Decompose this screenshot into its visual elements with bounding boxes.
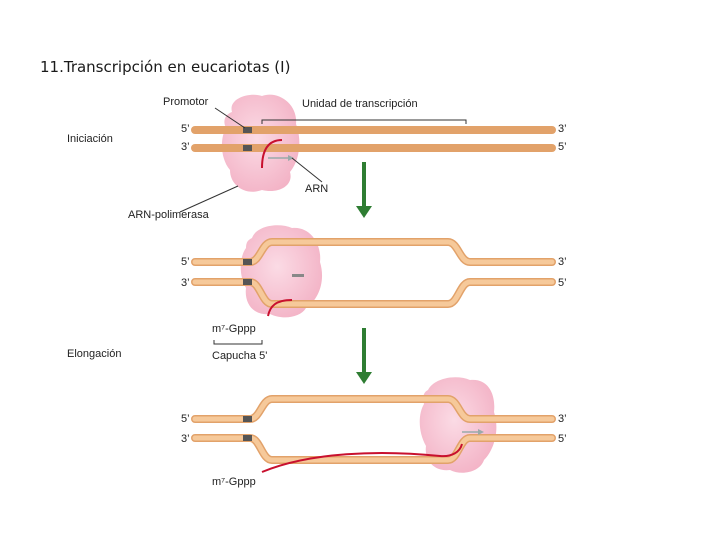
- end-5-bottom-2: 5’: [558, 277, 567, 289]
- label-elongation: Elongación: [67, 348, 122, 360]
- end-5-top-2: 5’: [181, 256, 190, 268]
- rna-transcript-1: [261, 139, 283, 169]
- pointer-polymerase: [179, 185, 239, 213]
- pointer-promoter: [214, 107, 246, 129]
- end-3-bottom-2: 3’: [181, 277, 190, 289]
- promoter-box-2b: [243, 279, 252, 285]
- promoter-box-3a: [243, 416, 252, 422]
- label-rna-polymerase: ARN-polimerasa: [128, 209, 209, 221]
- promoter-box-1b: [243, 145, 252, 151]
- end-3-bottom-1: 3’: [181, 141, 190, 153]
- end-3-top-3: 3’: [558, 413, 567, 425]
- label-cap-5: Capucha 5': [212, 350, 268, 362]
- promoter-box-2c: [292, 274, 304, 277]
- dna-strand-bottom-3: [191, 434, 556, 464]
- dna-strand-top-2-fill: [192, 239, 555, 265]
- end-5-bottom-1: 5’: [558, 141, 567, 153]
- dna-strand-top-3-fill: [192, 396, 555, 422]
- promoter-box-2a: [243, 259, 252, 265]
- page-title: 11.Transcripción en eucariotas (I): [40, 58, 291, 76]
- label-promoter: Promotor: [163, 96, 209, 108]
- end-5-bottom-3: 5’: [558, 433, 567, 445]
- arrow-down-2-head: [356, 372, 372, 384]
- pointer-rna: [291, 157, 323, 183]
- label-rna: ARN: [305, 183, 329, 195]
- label-cap-bottom: m⁷-Gppp: [212, 476, 256, 488]
- direction-arrowhead-3: [478, 429, 484, 435]
- arrow-down-1-head: [356, 206, 372, 218]
- rna-transcript-3: [261, 443, 463, 473]
- label-initiation: Iniciación: [67, 133, 113, 145]
- end-5-top-1: 5’: [181, 123, 190, 135]
- panel-initiation: [179, 94, 556, 218]
- panel-elongation-1: [191, 225, 556, 384]
- label-transcription-unit: Unidad de transcripción: [302, 98, 418, 110]
- bracket-cap: [213, 340, 263, 345]
- rna-transcript-2: [267, 299, 293, 317]
- promoter-box-3b: [243, 435, 252, 441]
- direction-arrowhead-1: [288, 155, 294, 161]
- end-5-top-3: 5’: [181, 413, 190, 425]
- dna-strand-bottom-2-fill: [192, 279, 555, 307]
- end-3-bottom-3: 3’: [181, 433, 190, 445]
- end-3-top-2: 3’: [558, 256, 567, 268]
- bracket-transcription-unit: [261, 119, 467, 124]
- panel-elongation-2: [191, 377, 556, 473]
- label-cap-m7: m⁷-Gppp: [212, 323, 256, 335]
- end-3-top-1: 3’: [558, 123, 567, 135]
- dna-strand-bottom-3-fill: [192, 435, 555, 463]
- promoter-box-1a: [243, 127, 252, 133]
- rna-polymerase-1: [221, 94, 300, 192]
